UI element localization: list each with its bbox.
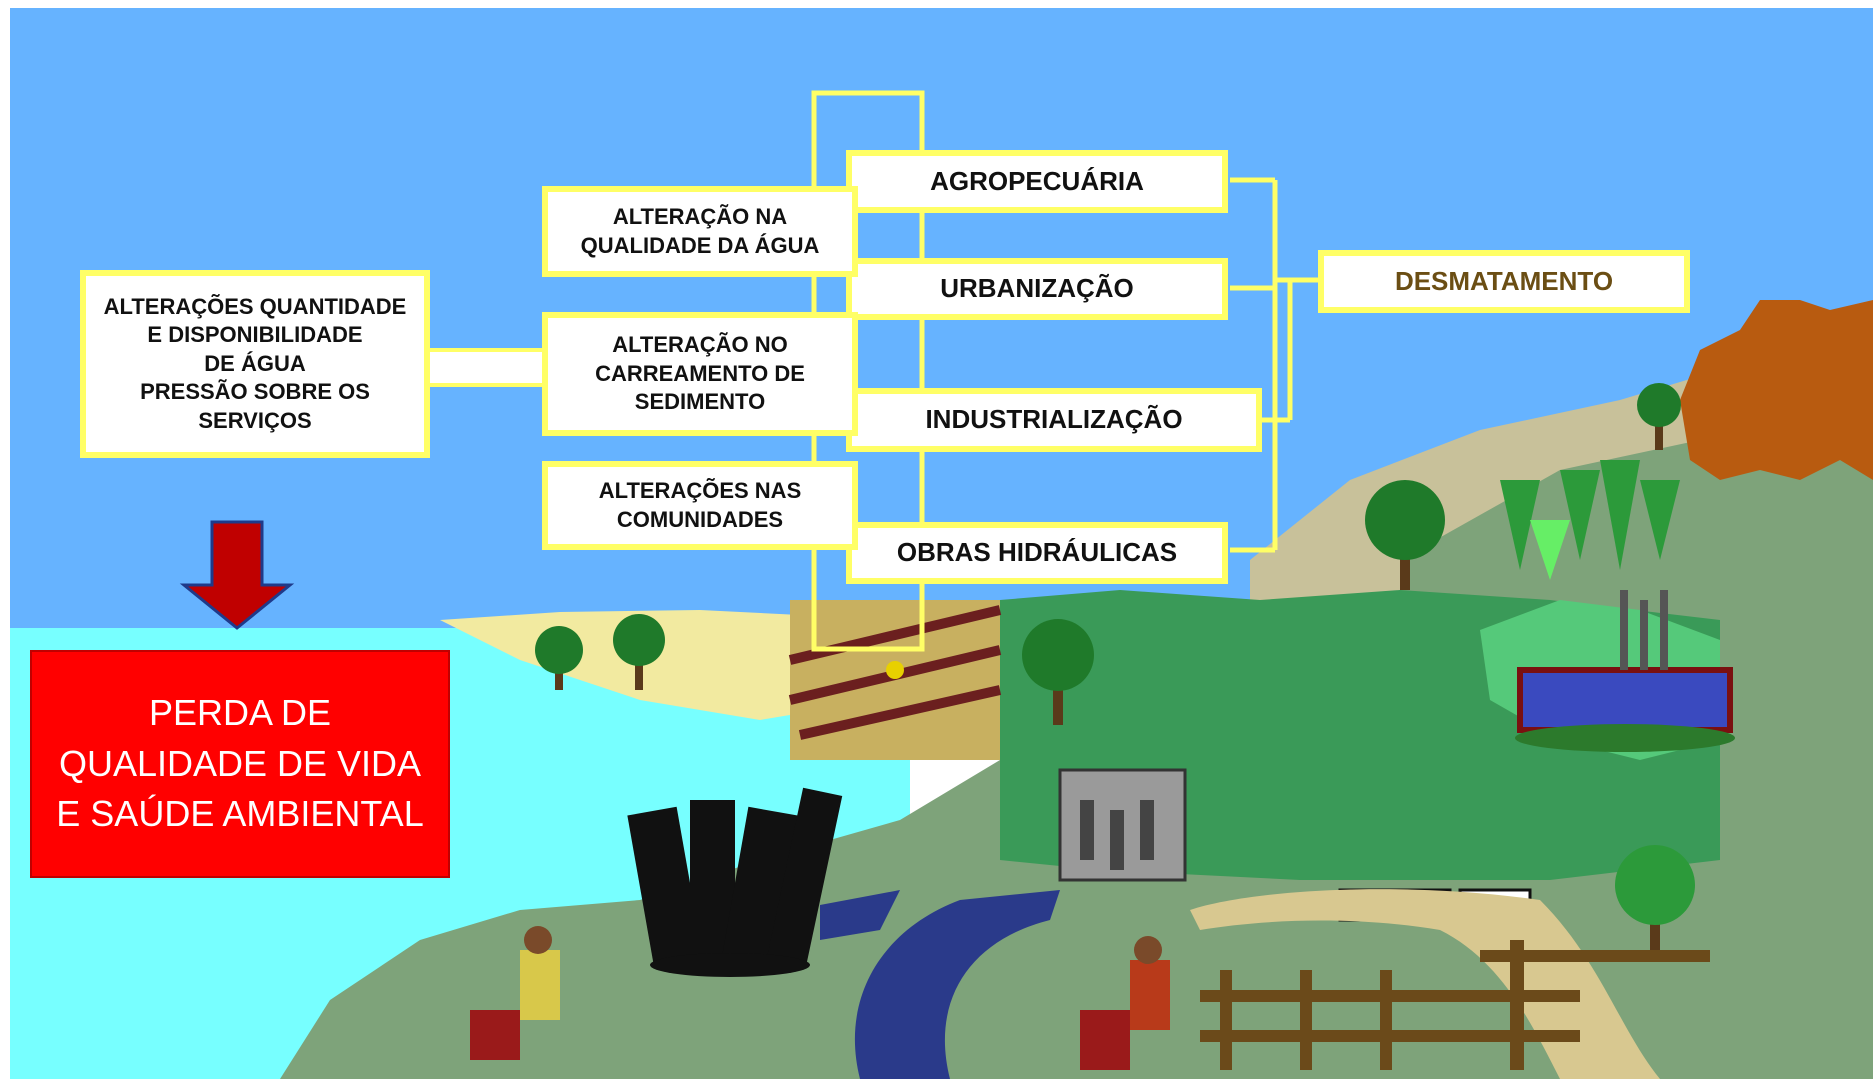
highway-road-icon — [854, 890, 1060, 1079]
pine-tree-icon — [1500, 480, 1540, 570]
effect-carreamento-label: ALTERAÇÃO NO CARREAMENTO DE SEDIMENTO — [595, 332, 805, 415]
tree-icon — [535, 626, 583, 690]
furrow-line — [798, 685, 1002, 740]
tree-icon — [1022, 619, 1094, 725]
root-desmatamento-label: DESMATAMENTO — [1394, 265, 1614, 296]
effect-comunidades-box: ALTERAÇÕES NAS COMUNIDADES — [542, 461, 858, 550]
lumberjack-worker-icon — [1080, 936, 1170, 1070]
highway-road-icon — [820, 890, 900, 940]
consequence-quantidade-agua-box: ALTERAÇÕES QUANTIDADE E DISPONIBILIDADE … — [80, 270, 430, 458]
furrow-line — [788, 605, 1002, 665]
down-arrow-icon — [179, 520, 295, 630]
dam-icon — [1058, 768, 1187, 882]
pine-tree-icon — [1640, 480, 1680, 560]
tree-icon — [1615, 845, 1695, 960]
driver-urbanizacao-box: URBANIZAÇÃO — [846, 258, 1228, 320]
effect-qualidade-agua-box: ALTERAÇÃO NA QUALIDADE DA ÁGUA — [542, 186, 858, 277]
consequence-quantidade-agua-label: ALTERAÇÕES QUANTIDADE E DISPONIBILIDADE … — [103, 293, 407, 433]
factory-icon — [1515, 590, 1735, 752]
driver-industrializacao-label: INDUSTRIALIZAÇÃO — [925, 404, 1183, 435]
tree-icon — [1637, 383, 1681, 450]
pine-tree-icon — [1560, 470, 1600, 560]
outcome-perda-qualidade-box: PERDA DE QUALIDADE DE VIDA E SAÚDE AMBIE… — [30, 650, 450, 878]
effect-qualidade-agua-label: ALTERAÇÃO NA QUALIDADE DA ÁGUA — [580, 203, 820, 258]
driver-industrializacao-box: INDUSTRIALIZAÇÃO — [846, 388, 1262, 452]
tractor-icon — [886, 661, 904, 679]
brown-mountain — [1680, 300, 1873, 480]
pine-tree-icon — [1530, 520, 1570, 580]
wooden-fence-icon — [1200, 940, 1710, 1070]
lumberjack-worker-icon — [470, 926, 560, 1060]
driver-agropecuaria-label: AGROPECUÁRIA — [930, 165, 1144, 196]
root-desmatamento-box: DESMATAMENTO — [1318, 250, 1690, 313]
driver-urbanizacao-label: URBANIZAÇÃO — [940, 273, 1134, 304]
effect-comunidades-label: ALTERAÇÕES NAS COMUNIDADES — [598, 477, 802, 532]
driver-agropecuaria-box: AGROPECUÁRIA — [846, 150, 1228, 213]
tree-icon — [613, 614, 665, 690]
effect-carreamento-box: ALTERAÇÃO NO CARREAMENTO DE SEDIMENTO — [542, 312, 858, 436]
driver-obras-hidraulicas-label: OBRAS HIDRÁULICAS — [896, 537, 1178, 568]
outcome-perda-qualidade-label: PERDA DE QUALIDADE DE VIDA E SAÚDE AMBIE… — [56, 692, 424, 835]
tree-icon — [1365, 480, 1445, 590]
driver-obras-hidraulicas-box: OBRAS HIDRÁULICAS — [846, 522, 1228, 584]
city-buildings-icon — [627, 787, 843, 977]
pine-tree-icon — [1600, 460, 1640, 570]
